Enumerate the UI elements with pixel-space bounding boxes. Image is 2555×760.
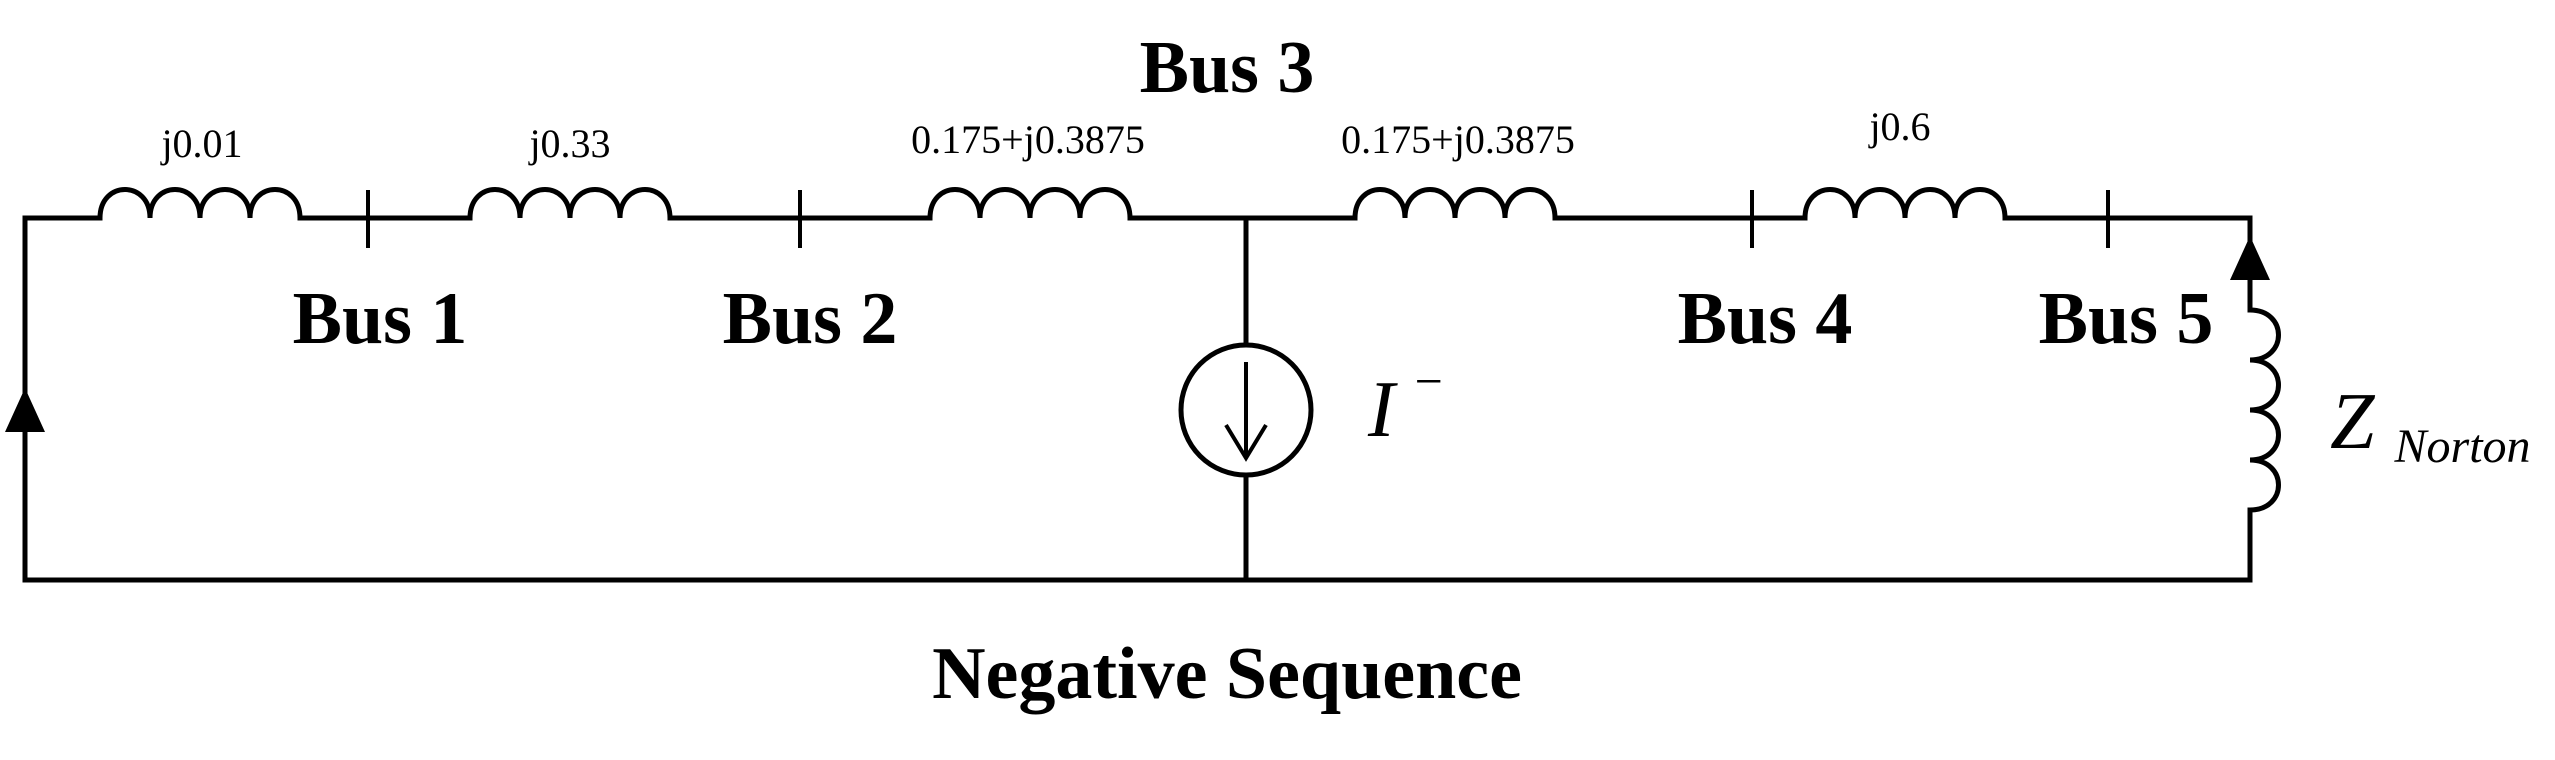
- inductor-z5: [1802, 187, 2008, 219]
- impedance-label-z4: 0.175+j0.3875: [1341, 117, 1575, 162]
- source-arrow-icon: [1224, 423, 1268, 462]
- source-symbol: I −: [1367, 353, 1443, 454]
- norton-symbol: Z Norton: [2330, 378, 2531, 473]
- norton-symbol-letter: Z: [2330, 378, 2376, 466]
- impedance-label-z1: j0.01: [159, 121, 242, 166]
- bus-label-3: Bus 3: [1140, 27, 1315, 109]
- inductor-z4: [1352, 187, 1558, 219]
- impedance-label-z5: j0.6: [1867, 104, 1930, 149]
- inductor-z1: [97, 187, 303, 219]
- right-arrow-icon: [2230, 236, 2270, 280]
- bus-label-2: Bus 2: [723, 278, 898, 360]
- diagram-title: Negative Sequence: [932, 633, 1522, 715]
- impedance-label-z3: 0.175+j0.3875: [911, 117, 1145, 162]
- current-source: [1178, 342, 1314, 478]
- inductor-norton: [2249, 307, 2281, 513]
- circuit-wires: [22, 215, 2253, 583]
- inductor-z3: [927, 187, 1133, 219]
- left-arrow-icon: [5, 388, 45, 432]
- bus-label-1: Bus 1: [293, 278, 468, 360]
- inductor-z2: [467, 187, 673, 219]
- source-symbol-letter: I: [1367, 366, 1398, 454]
- bus-label-5: Bus 5: [2039, 278, 2214, 360]
- bus-label-4: Bus 4: [1678, 278, 1853, 360]
- norton-symbol-subscript: Norton: [2394, 420, 2531, 473]
- source-symbol-superscript: −: [1415, 353, 1443, 409]
- impedance-label-z2: j0.33: [527, 121, 610, 166]
